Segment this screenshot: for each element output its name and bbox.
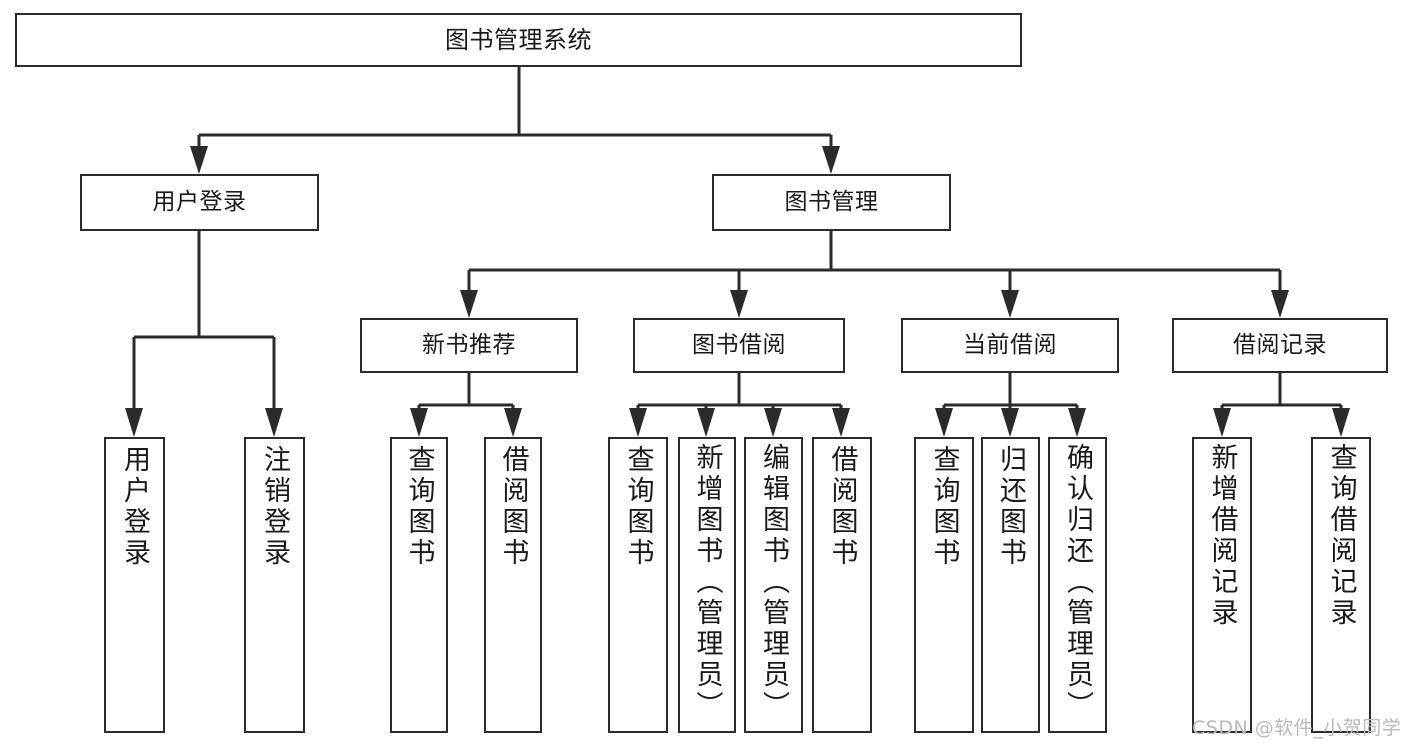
leaf-borrow-query-book[interactable]: 查询图书 (608, 437, 668, 733)
leaf-current-return-book[interactable]: 归还图书 (981, 437, 1040, 733)
node-book-borrow[interactable]: 图书借阅 (633, 318, 845, 373)
node-label: 当前借阅 (963, 331, 1057, 358)
node-borrow-record[interactable]: 借阅记录 (1172, 318, 1388, 373)
node-label: 图书管理系统 (445, 25, 592, 54)
node-label: 查询图书 (928, 445, 960, 569)
leaf-current-confirm-return-admin[interactable]: 确认归还（管理员） (1048, 437, 1107, 733)
node-label: 查询借阅记录 (1325, 443, 1357, 629)
node-label: 新增借阅记录 (1206, 443, 1238, 629)
leaf-borrow-edit-book-admin[interactable]: 编辑图书（管理员） (744, 437, 803, 733)
node-label: 借阅记录 (1233, 331, 1327, 358)
leaf-user-login-login[interactable]: 用户登录 (104, 437, 165, 733)
node-label: 借阅图书 (826, 445, 858, 569)
leaf-borrow-add-book-admin[interactable]: 新增图书（管理员） (678, 437, 736, 733)
leaf-record-query-record[interactable]: 查询借阅记录 (1311, 437, 1371, 733)
node-label: 图书管理 (784, 188, 879, 215)
node-label: 注销登录 (259, 445, 290, 569)
node-label: 新书推荐 (422, 331, 516, 358)
watermark-csdn: CSDN @软件_小贺同学 (1192, 717, 1402, 739)
leaf-user-login-logout[interactable]: 注销登录 (244, 437, 305, 733)
node-label: 图书借阅 (692, 331, 786, 358)
node-label: 查询图书 (622, 445, 654, 569)
node-label: 归还图书 (995, 445, 1026, 569)
node-new-book-recommend[interactable]: 新书推荐 (360, 318, 578, 373)
node-root-system[interactable]: 图书管理系统 (15, 13, 1022, 67)
leaf-current-query-book[interactable]: 查询图书 (914, 437, 974, 733)
node-label: 确认归还（管理员） (1062, 443, 1093, 722)
leaf-record-add-record[interactable]: 新增借阅记录 (1192, 437, 1252, 733)
node-label: 用户登录 (152, 188, 247, 215)
node-label: 用户登录 (119, 445, 150, 569)
node-label: 新增图书（管理员） (691, 443, 723, 722)
leaf-recommend-borrow-book[interactable]: 借阅图书 (484, 437, 542, 733)
node-label: 查询图书 (403, 445, 435, 569)
leaf-borrow-borrow-book[interactable]: 借阅图书 (812, 437, 872, 733)
leaf-recommend-query-book[interactable]: 查询图书 (390, 437, 448, 733)
node-label: 编辑图书（管理员） (758, 443, 789, 722)
node-user-login[interactable]: 用户登录 (80, 174, 319, 231)
node-label: 借阅图书 (497, 445, 529, 569)
node-current-borrow[interactable]: 当前借阅 (901, 318, 1119, 373)
node-book-management[interactable]: 图书管理 (712, 174, 951, 231)
